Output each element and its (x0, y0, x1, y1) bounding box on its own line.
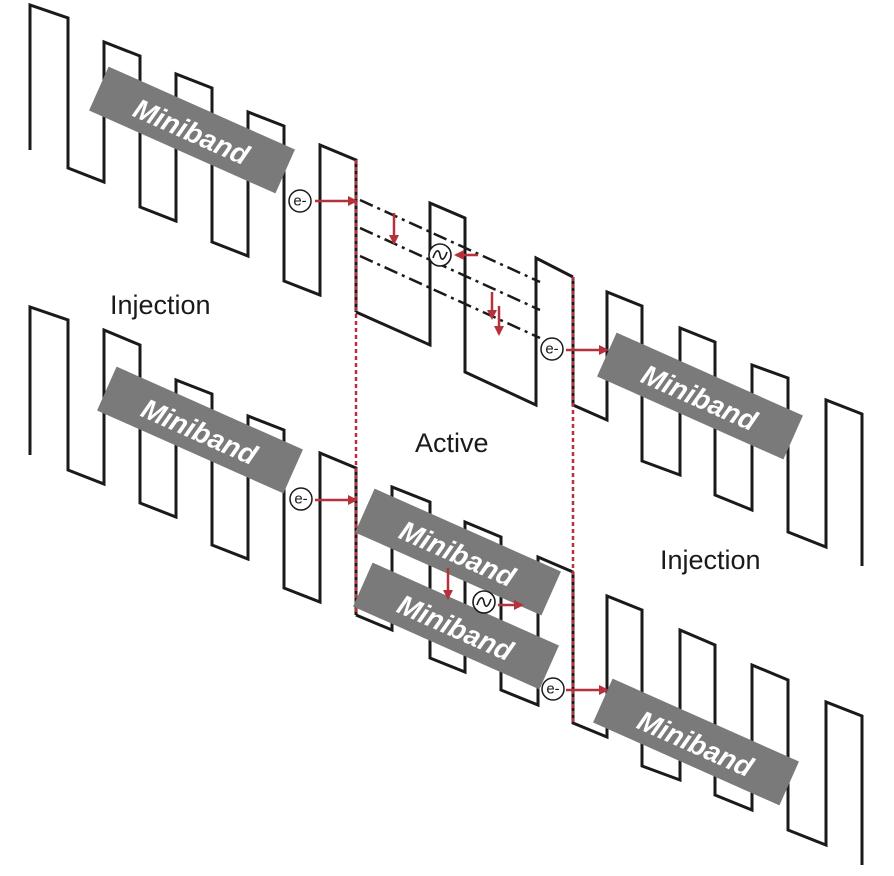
electron-icon-lower-left: e- (289, 487, 313, 511)
photon-icon-lower (472, 590, 496, 614)
upper-active-wells (355, 200, 574, 408)
lower-right-wells (571, 572, 864, 865)
injection-label-left: Injection (110, 290, 211, 320)
electron-label: e- (293, 193, 306, 210)
upper-left-wells (28, 2, 358, 312)
miniband-upper-right: Miniband (597, 332, 803, 460)
active-label: Active (415, 428, 489, 458)
electron-label: e- (546, 681, 559, 698)
miniband-upper-left: Miniband (89, 66, 295, 194)
subband-level-3 (359, 254, 541, 340)
subband-level-1 (359, 198, 541, 284)
lower-left-wells (28, 304, 358, 615)
electron-icon-lower-right: e- (541, 677, 565, 701)
electron-label: e- (294, 491, 307, 508)
miniband-lower-right: Miniband (593, 678, 799, 806)
injection-label-right: Injection (660, 545, 761, 575)
miniband-lower-left: Miniband (97, 366, 303, 494)
electron-icon-upper-right: e- (540, 337, 564, 361)
electron-icon-upper-left: e- (288, 189, 312, 213)
photon-icon-upper (428, 243, 452, 267)
electron-label: e- (545, 341, 558, 358)
